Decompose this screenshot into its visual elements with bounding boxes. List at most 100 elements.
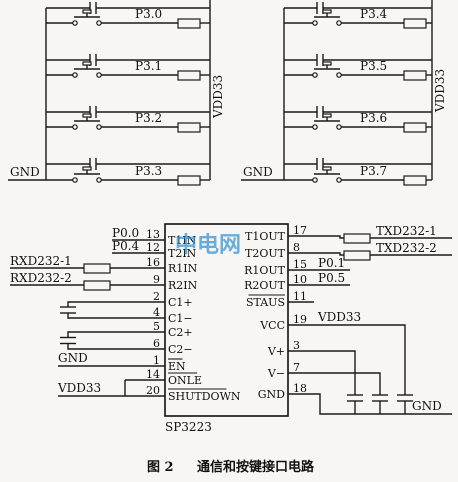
pullup-resistor [177, 122, 201, 133]
net-label-p0-1: P0.1 [318, 256, 345, 270]
port-label-P3-5: P3.5 [360, 59, 387, 73]
pin-number-5: 5 [153, 320, 160, 333]
switch-contact [336, 124, 342, 130]
net-label-shutdown-vdd: VDD33 [57, 381, 101, 395]
pin-name-en: EN [168, 360, 186, 373]
net-label-txd232-1: TXD232-1 [376, 224, 437, 238]
switch-contact [72, 20, 78, 26]
pin-number-2: 2 [153, 290, 160, 303]
pin-name-c1+: C1+ [168, 296, 193, 309]
pin-name-t2in: T2IN [168, 247, 197, 260]
pullup-resistor [403, 18, 427, 29]
switch-contact [336, 72, 342, 78]
pullup-resistor [403, 175, 427, 186]
pin-name-t1out: T1OUT [245, 230, 286, 243]
series-resistor-rxd232-2 [83, 280, 111, 291]
port-label-P3-1: P3.1 [135, 59, 162, 73]
pin-number-17: 17 [293, 224, 307, 237]
port-label-P3-4: P3.4 [360, 7, 388, 21]
net-label-rxd232-2: RXD232-2 [10, 271, 72, 285]
net-wire-vminus [314, 372, 381, 395]
pin-number-1: 1 [153, 354, 160, 367]
series-resistor-txd232-1 [343, 233, 371, 244]
sp3223-chip-body [164, 223, 289, 417]
net-label-vcc: VDD33 [317, 310, 361, 324]
net-label-p0-4: P0.4 [112, 239, 140, 253]
pin-name-gnd: GND [258, 388, 285, 401]
net-label-en-gnd: GND [58, 351, 88, 365]
pin-name-vcc: VCC [259, 319, 285, 332]
net-label-ground: GND [412, 399, 442, 413]
ground-label: GND [10, 165, 40, 179]
pin-number-11: 11 [293, 290, 307, 303]
pin-name-t2out: T2OUT [245, 247, 286, 260]
pin-number-10: 10 [293, 273, 307, 286]
pin-name-r2in: R2IN [168, 279, 198, 292]
vdd-rail-label: VDD33 [433, 69, 447, 113]
net-label-rxd232-1: RXD232-1 [10, 254, 72, 268]
pin-number-12: 12 [146, 241, 160, 254]
pin-number-15: 15 [293, 258, 307, 271]
pin-name-r1out: R1OUT [244, 264, 286, 277]
switch-button [82, 61, 92, 66]
switch-button [322, 113, 332, 118]
switch-contact [96, 20, 102, 26]
switch-contact [72, 177, 78, 183]
switch-contact [312, 124, 318, 130]
switch-button [322, 61, 332, 66]
pin-number-16: 16 [146, 256, 160, 269]
pin-name-staus: STAUS [246, 296, 285, 309]
switch-contact [72, 124, 78, 130]
pin-number-19: 19 [293, 313, 307, 326]
pin-name-v+: V+ [267, 345, 285, 358]
switch-contact [96, 124, 102, 130]
pin-name-shutdown: SHUTDOWN [168, 390, 241, 403]
net-wire-txd232-1 [314, 235, 344, 239]
c1-capacitor-lead [67, 301, 145, 307]
port-label-P3-2: P3.2 [135, 111, 162, 125]
series-resistor-rxd232-1 [83, 263, 111, 274]
figure-title: 通信和按键接口电路 [197, 459, 315, 475]
pin-name-v-: V− [267, 367, 285, 380]
pin-number-6: 6 [153, 337, 160, 350]
chip-part-label: SP3223 [165, 420, 212, 434]
switch-contact [72, 72, 78, 78]
pin-name-c1-: C1− [168, 312, 193, 325]
pin-name-c2+: C2+ [168, 326, 193, 339]
pin-number-14: 14 [146, 368, 160, 381]
switch-contact [96, 72, 102, 78]
c1-capacitor-lead [67, 313, 145, 319]
net-wire-vcc [314, 324, 406, 395]
pullup-resistor [403, 122, 427, 133]
net-wire-ground [314, 393, 452, 415]
pin-name-c2-: C2− [168, 343, 193, 356]
pin-number-20: 20 [146, 384, 160, 397]
pin-number-3: 3 [293, 339, 300, 352]
pin-number-9: 9 [153, 273, 160, 286]
figure-number: 图 2 [147, 460, 174, 475]
switch-button [322, 9, 332, 14]
pullup-resistor [177, 70, 201, 81]
switch-contact [312, 177, 318, 183]
port-label-P3-0: P3.0 [135, 7, 162, 21]
switch-button [82, 113, 92, 118]
switch-contact [312, 20, 318, 26]
switch-contact [312, 72, 318, 78]
pin-number-8: 8 [293, 241, 300, 254]
switch-button [82, 166, 92, 171]
vdd-rail-label: VDD33 [211, 75, 225, 119]
net-label-p0-5: P0.5 [318, 271, 345, 285]
pin-name-r2out: R2OUT [244, 279, 286, 292]
pin-name-t1in: T1IN [168, 234, 197, 247]
series-resistor-txd232-2 [343, 250, 371, 261]
pin-number-13: 13 [146, 228, 160, 241]
c2-capacitor-lead [67, 343, 145, 350]
net-wire-vplus [314, 350, 356, 395]
pin-name-r1in: R1IN [168, 262, 198, 275]
switch-button [322, 166, 332, 171]
pullup-resistor [177, 175, 201, 186]
